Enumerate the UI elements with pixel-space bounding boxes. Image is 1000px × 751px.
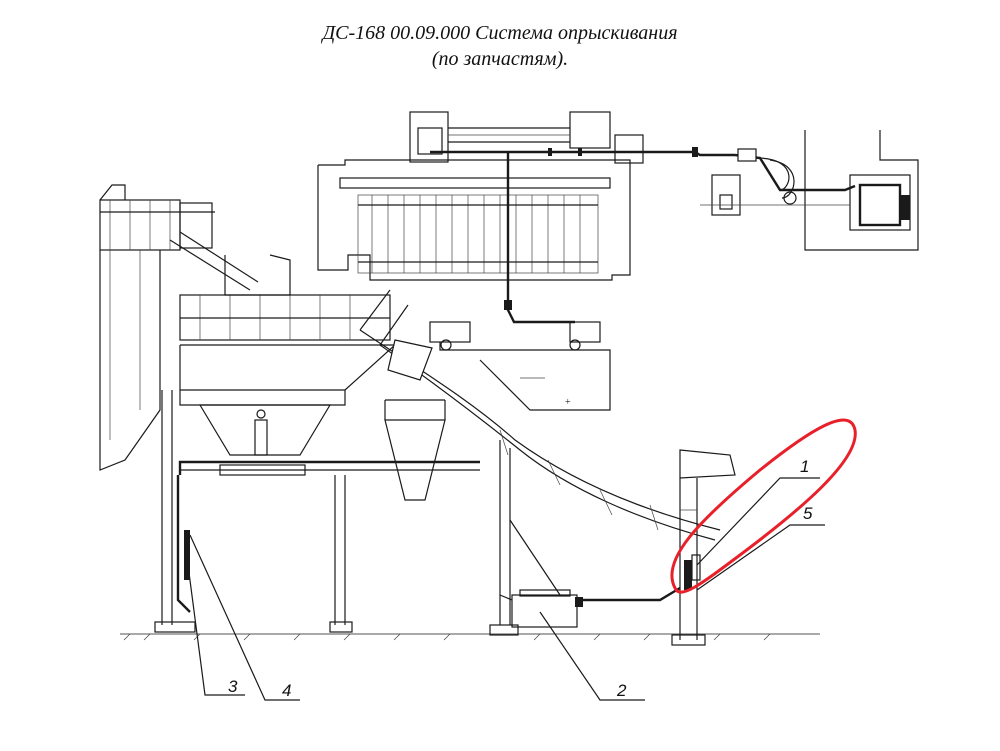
highlight-ellipse (670, 418, 857, 594)
callout-3: 3 (228, 677, 238, 696)
callout-5: 5 (803, 504, 813, 523)
callout-4: 4 (282, 681, 291, 700)
right-column (671, 449, 736, 646)
pump-tank (499, 586, 681, 628)
title-line-1: ДС-168 00.09.000 Система опрыскивания (322, 22, 678, 44)
ground-line (120, 633, 820, 641)
leader-lines (187, 477, 825, 701)
svg-text:+: + (565, 397, 571, 408)
left-plant-structure (99, 184, 480, 633)
callout-2: 2 (616, 681, 627, 700)
right-pump-unit (700, 130, 919, 251)
callout-1: 1 (800, 457, 809, 476)
title-line-2: (по запчастям). (431, 48, 569, 70)
drawing-title: ДС-168 00.09.000 Система опрыскивания (п… (0, 20, 1000, 72)
upper-conveyor-assembly: + (317, 111, 856, 411)
inclined-conveyor (359, 289, 721, 636)
